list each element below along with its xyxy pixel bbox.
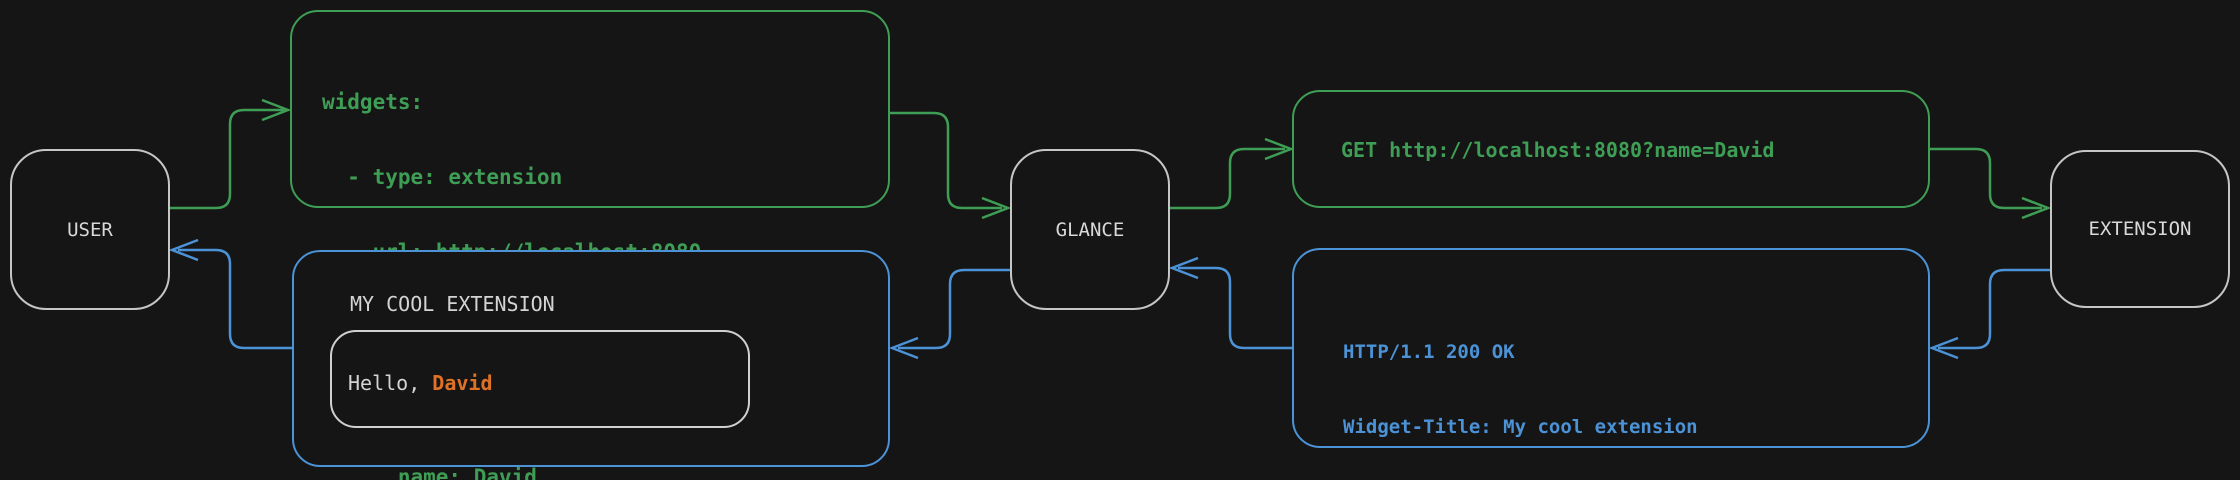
request-message-box — [1292, 90, 1930, 208]
response-message-box — [1292, 248, 1930, 448]
arrowhead-into-glance-icon — [981, 196, 1012, 220]
arrowhead-response-into-glance-icon — [1168, 256, 1199, 280]
config-message-box — [290, 10, 890, 208]
arrowhead-into-request-icon — [1264, 137, 1295, 161]
connector-response-to-glance — [1178, 266, 1293, 350]
config-line: name: David — [322, 465, 537, 480]
widget-greeting-text: Hello, David — [348, 371, 493, 395]
arrowhead-into-user-icon — [168, 238, 199, 262]
node-user-label: USER — [67, 218, 113, 241]
config-line: widgets: — [322, 90, 424, 114]
connector-widget-to-user — [178, 248, 292, 350]
greeting-prefix: Hello, — [348, 371, 433, 395]
node-extension-label: EXTENSION — [2088, 218, 2192, 240]
greeting-name: David — [432, 371, 493, 395]
arrowhead-into-config-icon — [261, 98, 292, 122]
arrowhead-into-response-icon — [1928, 336, 1959, 360]
node-extension: EXTENSION — [2050, 150, 2230, 308]
node-user: USER — [10, 149, 170, 310]
request-text: GET http://localhost:8080?name=David — [1341, 138, 1775, 162]
response-line: Widget-Title: My cool extension — [1343, 416, 1698, 438]
connector-user-to-config — [170, 108, 284, 210]
connector-request-to-extension — [1930, 147, 2042, 210]
response-http-code: HTTP/1.1 200 OK Widget-Title: My cool ex… — [1343, 290, 1881, 480]
node-glance-label: GLANCE — [1055, 218, 1125, 241]
connector-glance-to-request — [1170, 147, 1285, 210]
arrowhead-into-extension-icon — [2021, 196, 2052, 220]
config-line: - type: extension — [322, 165, 563, 189]
widget-greeting-box — [330, 330, 750, 428]
connector-extension-to-response — [1938, 268, 2050, 350]
response-line: HTTP/1.1 200 OK — [1343, 341, 1515, 363]
connector-glance-to-widget — [898, 268, 1010, 350]
connector-config-to-glance — [888, 111, 1002, 210]
node-glance: GLANCE — [1010, 149, 1170, 310]
widget-title: MY COOL EXTENSION — [350, 292, 555, 316]
arrowhead-into-widget-icon — [888, 336, 919, 360]
